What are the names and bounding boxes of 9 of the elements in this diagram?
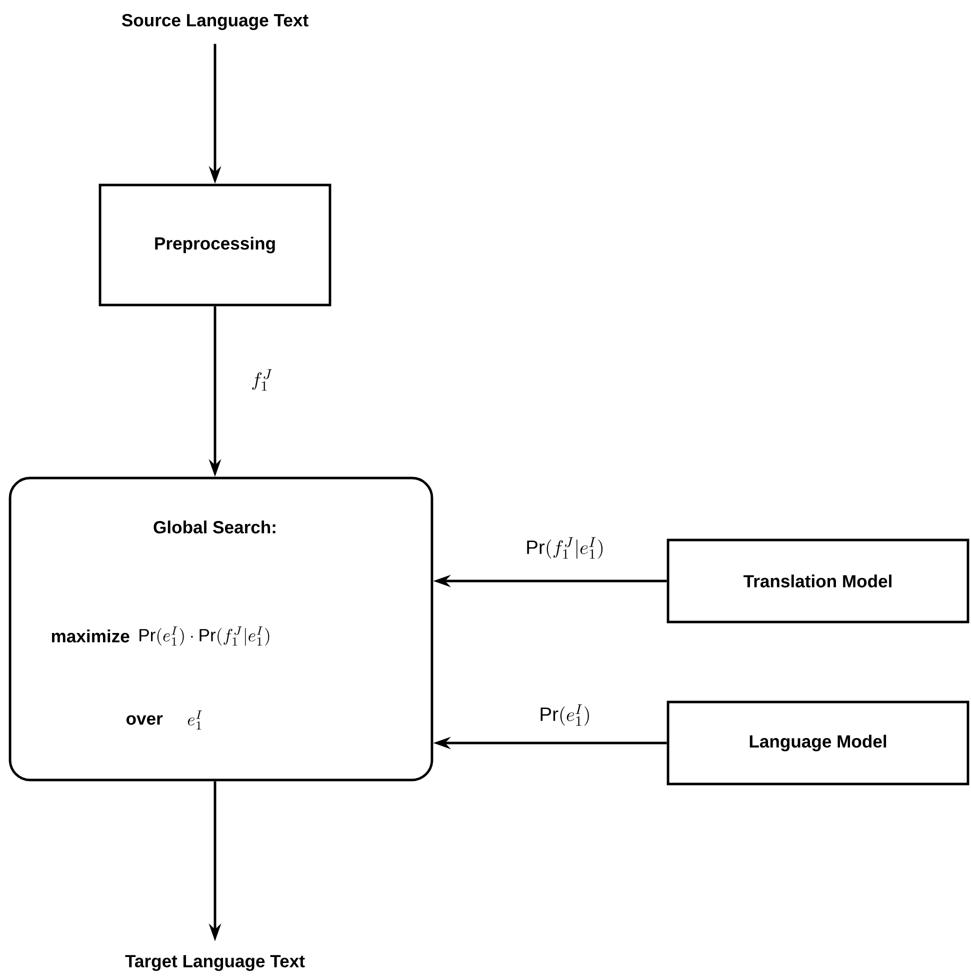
edge-label: $\mathrm{Pr}(f_1^J|e_1^I)$ xyxy=(524,536,606,560)
caption-text: Target Language Text xyxy=(125,955,305,971)
process-box: Translation Model xyxy=(666,538,970,624)
edge-label: $f_1^J$ xyxy=(249,368,275,392)
caption-text: Source Language Text xyxy=(122,14,308,30)
search-box: Global Search: maximize $\mathrm{Pr}(e_1^I)\cdot\mathrm{Pr}(f_1^J|e_1^I)$ over $e_1^I$ xyxy=(8,476,434,782)
process-box: Preprocessing xyxy=(98,184,332,306)
process-box: Language Model xyxy=(666,700,970,786)
edge-label: $\mathrm{Pr}(e_1^I)$ xyxy=(537,702,593,728)
